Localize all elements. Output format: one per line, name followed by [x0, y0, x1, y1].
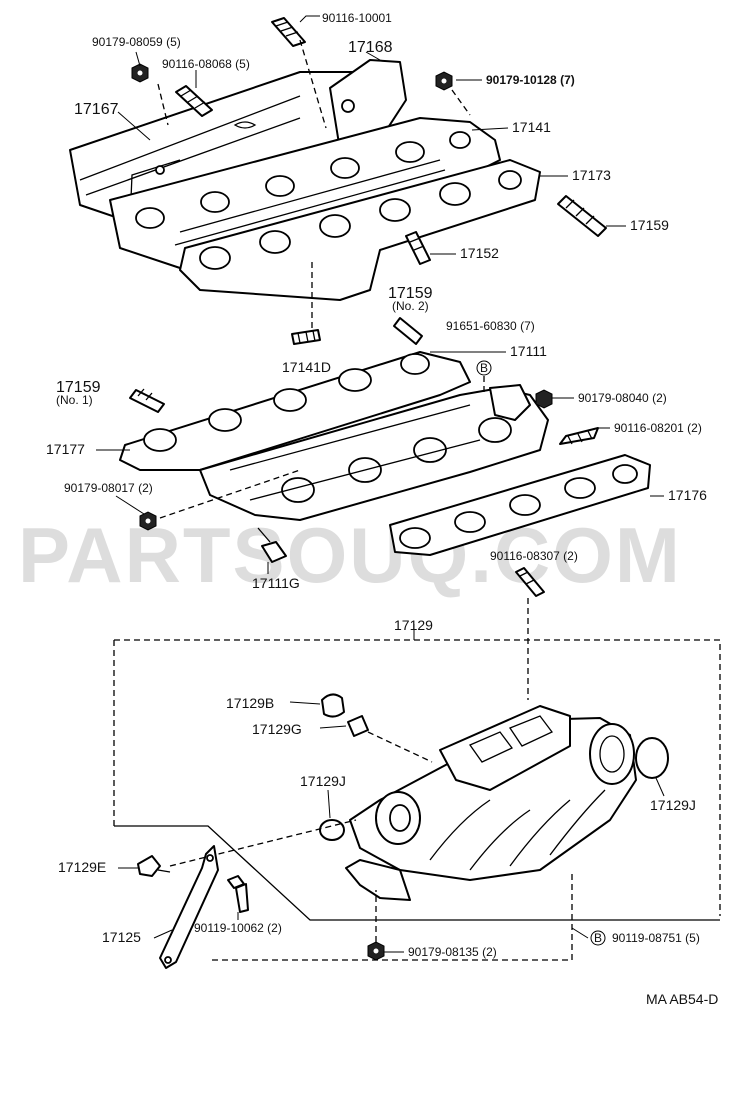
label-17125[interactable]: 17125	[102, 929, 141, 945]
leader-17129G	[319, 725, 347, 729]
leader-10001	[299, 15, 320, 23]
label-17141D[interactable]: 17141D	[282, 359, 331, 375]
label-90116-10001[interactable]: 90116-10001	[322, 11, 392, 25]
leader-17141	[471, 127, 509, 131]
dash-10001	[299, 39, 327, 129]
svg-text:B: B	[594, 931, 602, 945]
label-17168[interactable]: 17168	[348, 39, 393, 56]
exhaust-gasket-17173[interactable]	[179, 159, 541, 301]
label-17159-no1-note: (No. 1)	[56, 393, 93, 407]
label-90179-08017[interactable]: 90179-08017 (2)	[64, 481, 153, 495]
label-17111G[interactable]: 17111G	[252, 575, 300, 591]
label-90116-08201[interactable]: 90116-08201 (2)	[614, 421, 702, 435]
dash-08059	[157, 83, 169, 126]
exhaust-manifold-17141[interactable]	[109, 117, 501, 269]
diagram-code: MA AB54-D	[646, 991, 718, 1007]
leader-17129J-right	[655, 777, 665, 797]
watermark: PARTSOUQ.COM	[18, 511, 682, 599]
label-17173[interactable]: 17173	[572, 167, 611, 183]
label-17141[interactable]: 17141	[512, 119, 551, 135]
svg-text:B: B	[480, 361, 488, 375]
marker-b-top: B	[476, 360, 492, 376]
nut-90179-08059[interactable]	[131, 63, 149, 83]
label-90179-08040[interactable]: 90179-08040 (2)	[578, 391, 667, 405]
label-91651-60830[interactable]: 91651-60830 (7)	[446, 319, 535, 333]
label-17152[interactable]: 17152	[460, 245, 499, 261]
stud-17159-top[interactable]	[557, 195, 607, 237]
label-90179-08135[interactable]: 90179-08135 (2)	[408, 945, 497, 959]
stud-90116-08201[interactable]	[559, 427, 599, 445]
sensor-17111G[interactable]	[257, 527, 287, 563]
label-90179-10128[interactable]: 90179-10128 (7)	[486, 73, 575, 87]
leader-08751	[571, 927, 589, 939]
dash-08017	[159, 469, 301, 519]
label-17159[interactable]: 17159	[630, 217, 669, 233]
label-17129J-right[interactable]: 17129J	[650, 797, 696, 813]
label-17129J-left[interactable]: 17129J	[300, 773, 346, 789]
leader-08017	[115, 495, 145, 515]
dash-10128	[451, 89, 471, 116]
label-17129E[interactable]: 17129E	[58, 859, 106, 875]
marker-b-bottom: B	[590, 930, 606, 946]
label-17176[interactable]: 17176	[668, 487, 707, 503]
label-90119-10062[interactable]: 90119-10062 (2)	[194, 921, 282, 935]
fitting-17129E[interactable]	[137, 855, 171, 877]
leader-17125	[153, 929, 173, 939]
stud-17141D[interactable]	[291, 329, 321, 345]
stud-17159-no1[interactable]	[129, 388, 165, 413]
group-17129-bracket-bottom	[114, 825, 720, 921]
leader-08059	[135, 51, 141, 67]
nut-90179-08040[interactable]	[535, 389, 553, 409]
leader-17167	[117, 111, 151, 141]
stay-17125[interactable]	[159, 845, 219, 969]
stud-90116-08307[interactable]	[515, 567, 545, 597]
label-17159-no1[interactable]: 17159	[56, 379, 101, 396]
label-17111[interactable]: 17111	[510, 343, 547, 359]
plug-17129B[interactable]	[321, 693, 345, 718]
label-17159-no2[interactable]: 17159	[388, 285, 433, 302]
stud-17159-no2[interactable]	[393, 317, 423, 345]
dash-bottom-bracket	[212, 870, 573, 961]
label-17167[interactable]: 17167	[74, 101, 119, 118]
bolt-90119-10062[interactable]	[227, 875, 249, 913]
stud-90116-08068[interactable]	[175, 85, 213, 117]
heat-insulator-17167[interactable]	[69, 71, 377, 223]
leader-17168	[365, 51, 381, 61]
leader-17129J-left	[327, 789, 331, 819]
label-17129[interactable]: 17129	[394, 617, 433, 633]
stud-90116-10001[interactable]	[271, 17, 306, 47]
cap-17129J-left[interactable]	[319, 819, 345, 841]
nut-90179-10128[interactable]	[435, 71, 453, 91]
cap-17129J-right[interactable]	[635, 737, 669, 779]
label-90179-08059[interactable]: 90179-08059 (5)	[92, 35, 181, 49]
plug-17129G[interactable]	[347, 715, 369, 737]
surge-tank-17129[interactable]	[345, 705, 637, 901]
group-17129-bracket-top	[114, 639, 721, 916]
label-17177[interactable]: 17177	[46, 441, 85, 457]
nut-90179-08135[interactable]	[367, 941, 385, 961]
intake-gasket-17176[interactable]	[389, 454, 651, 556]
label-17129B[interactable]: 17129B	[226, 695, 274, 711]
intake-manifold-17111[interactable]	[199, 384, 549, 521]
dash-17129G	[367, 731, 433, 763]
label-90116-08068[interactable]: 90116-08068 (5)	[162, 57, 250, 71]
label-90116-08307[interactable]: 90116-08307 (2)	[490, 549, 578, 563]
stud-17152[interactable]	[405, 231, 431, 265]
nut-90179-08017[interactable]	[139, 511, 157, 531]
label-17129G[interactable]: 17129G	[252, 721, 302, 737]
dash-17129E	[169, 819, 357, 867]
label-90119-08751[interactable]: 90119-08751 (5)	[612, 931, 700, 945]
intake-gasket-17177[interactable]	[119, 351, 471, 471]
label-17159-no2-note: (No. 2)	[392, 299, 429, 313]
leader-17129B	[289, 701, 321, 705]
